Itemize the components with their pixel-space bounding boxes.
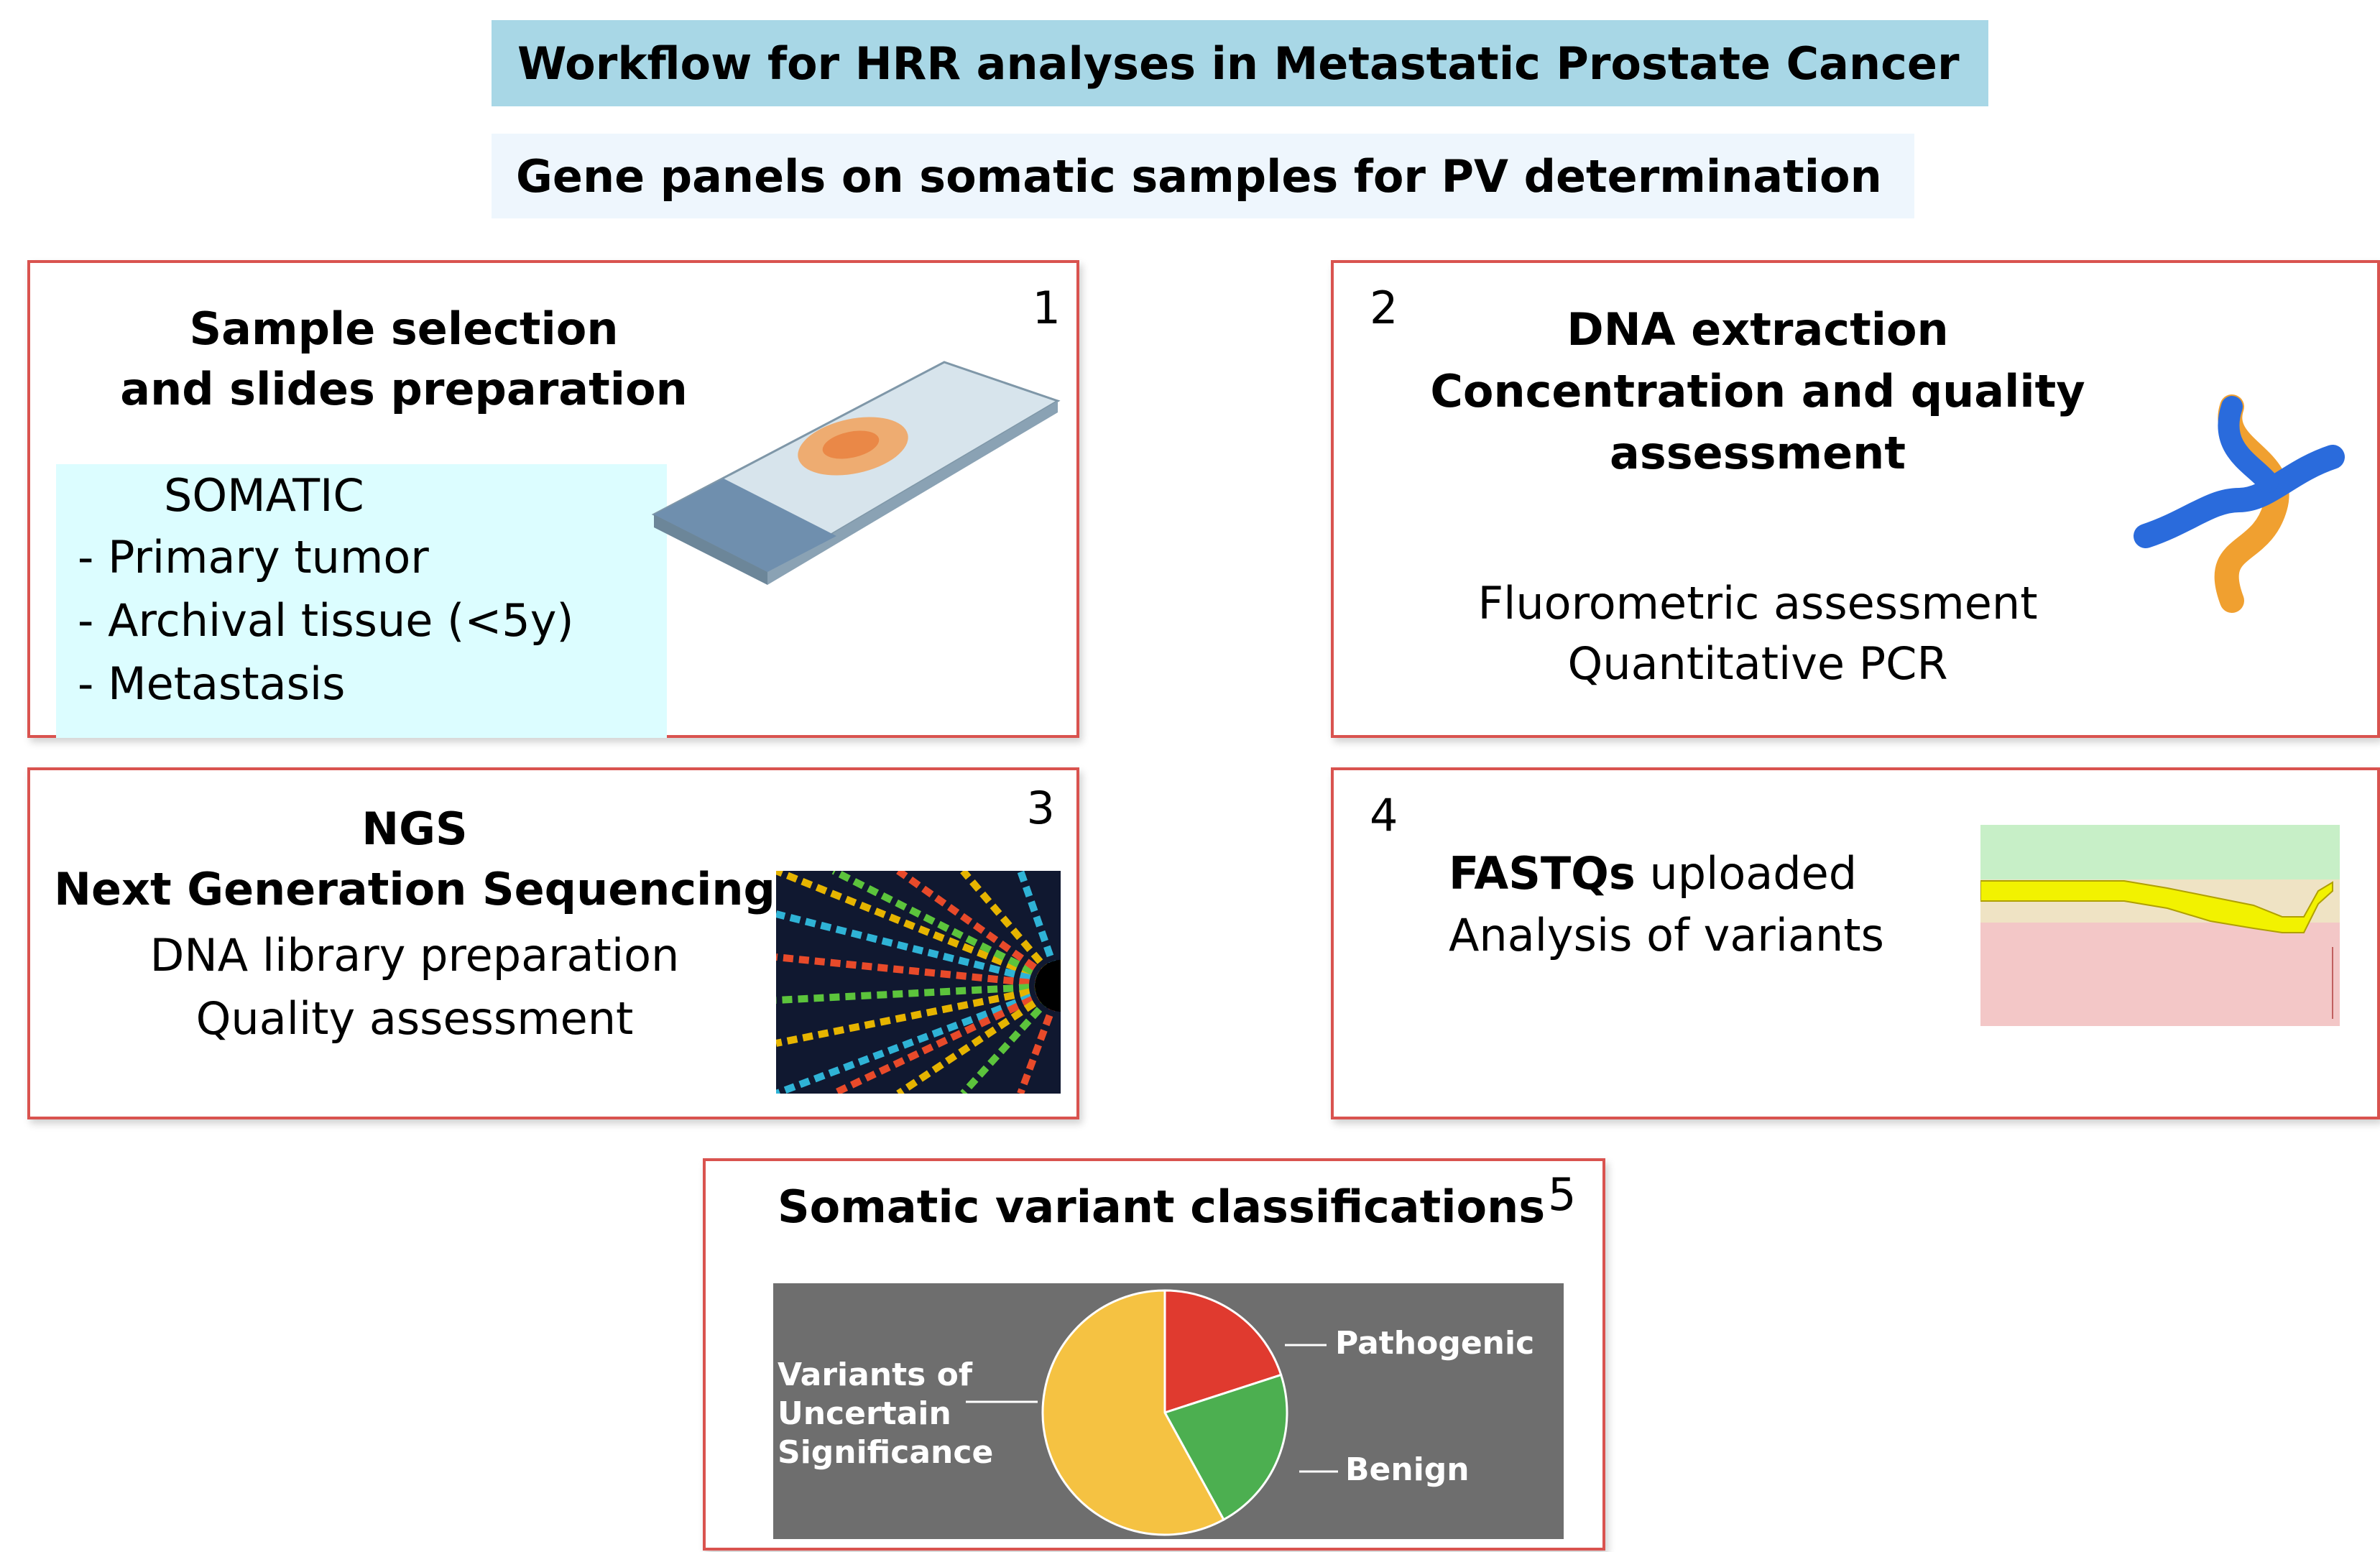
- step-detail: Quality assessment: [195, 992, 634, 1045]
- step-5-box: 5 Somatic variant classifications Pathog…: [703, 1158, 1605, 1551]
- step-title-line: NGS: [361, 803, 468, 855]
- vus-label-line: Variants of: [778, 1357, 973, 1393]
- step-4-box: 4 FASTQs uploaded Analysis of variants: [1331, 767, 2380, 1119]
- step-title-line: assessment: [1610, 427, 1906, 479]
- step-detail: Quantitative PCR: [1567, 637, 1948, 690]
- sequencing-data-icon: [776, 871, 1061, 1094]
- list-item: - Primary tumor: [78, 531, 429, 583]
- step-title-bold: FASTQs: [1449, 847, 1636, 900]
- list-item: - Archival tissue (<5y): [78, 594, 574, 647]
- step-title-line: Concentration and quality: [1430, 365, 2085, 417]
- step-title: Somatic variant classifications: [778, 1181, 1546, 1233]
- step-3-box: 3 NGS Next Generation Sequencing DNA lib…: [27, 767, 1079, 1119]
- dna-helix-icon: [2134, 394, 2345, 613]
- somatic-sample-list: SOMATIC - Primary tumor - Archival tissu…: [56, 464, 667, 738]
- step-detail: Analysis of variants: [1449, 909, 1884, 961]
- step-2-box: 2 DNA extraction Concentration and quali…: [1331, 260, 2380, 738]
- vus-label-line: Significance: [778, 1434, 993, 1471]
- step-title-line: and slides preparation: [120, 363, 688, 415]
- pie-slice-variants-of-uncertain-significance: [1041, 1289, 1225, 1536]
- variant-pie-chart: Pathogenic Benign Variants of Uncertain …: [773, 1283, 1564, 1539]
- pie-slice-benign: [1163, 1373, 1288, 1522]
- step-number: 2: [1370, 282, 1398, 334]
- title-banner: Workflow for HRR analyses in Metastatic …: [492, 20, 1988, 106]
- step-number: 1: [1032, 282, 1061, 334]
- step-title: DNA extraction Concentration and quality…: [1406, 299, 2110, 484]
- step-number: 4: [1370, 789, 1398, 841]
- somatic-heading: SOMATIC: [164, 469, 364, 522]
- vus-label-line: Uncertain: [778, 1395, 951, 1432]
- pie-slice-pathogenic: [1163, 1289, 1283, 1415]
- subtitle-banner: Gene panels on somatic samples for PV de…: [492, 134, 1914, 218]
- step-title: FASTQs uploaded: [1449, 842, 1857, 905]
- step-title-line: Sample selection: [189, 302, 619, 355]
- step-detail: Fluorometric assessment: [1477, 577, 2038, 629]
- step-detail: DNA library preparation: [149, 929, 680, 981]
- coverage-chart-icon: [1980, 825, 2340, 1026]
- microscope-slide-icon: [651, 361, 1061, 585]
- page-title: Workflow for HRR analyses in Metastatic …: [517, 37, 1960, 90]
- step-title-line: Next Generation Sequencing: [54, 863, 775, 915]
- list-item: - Metastasis: [78, 657, 346, 710]
- step-1-box: 1 Sample selection and slides preparatio…: [27, 260, 1079, 738]
- step-title-line: DNA extraction: [1567, 303, 1949, 356]
- step-title: NGS Next Generation Sequencing: [37, 799, 792, 920]
- pathogenic-label: Pathogenic: [1335, 1325, 1534, 1362]
- page-subtitle: Gene panels on somatic samples for PV de…: [516, 149, 1882, 203]
- step-title: Sample selection and slides preparation: [66, 299, 742, 420]
- step-title-rest: uploaded: [1635, 847, 1858, 900]
- step-number: 5: [1548, 1168, 1577, 1221]
- benign-label: Benign: [1345, 1451, 1470, 1488]
- step-number: 3: [1026, 782, 1055, 834]
